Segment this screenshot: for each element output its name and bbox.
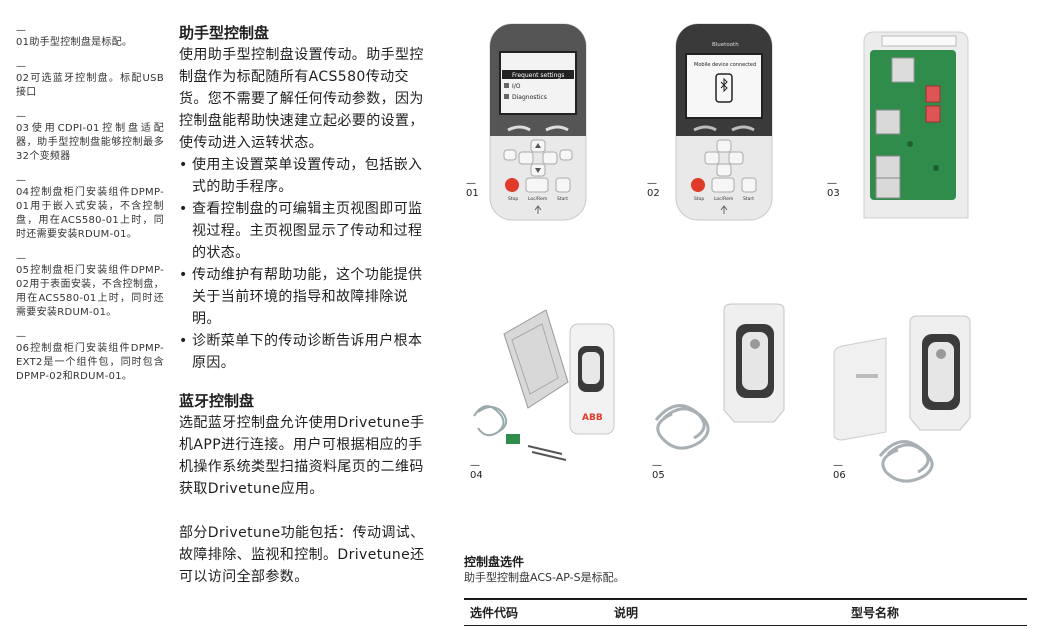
stop-key-label: Stop <box>694 196 704 202</box>
start-key-label: Start <box>743 196 754 202</box>
options-subtitle: 助手型控制盘ACS-AP-S是标配。 <box>464 571 625 584</box>
caption-text: 04控制盘柜门安装组件DPMP-01用于嵌入式安装，不含控制盘，用在ACS580… <box>16 187 164 240</box>
caption-02: — 02可选蓝牙控制盘。标配USB接口 <box>16 62 164 100</box>
panel1-menu-item: I/O <box>512 83 521 90</box>
figure-label-06: —06 <box>833 460 846 482</box>
bluetooth-panel-paragraph-2: 部分Drivetune功能包括：传动调试、故障排除、监视和控制。Drivetun… <box>179 525 425 585</box>
caption-text: 03使用CDPI-01控制盘适配器，助手型控制盘能够控制最多32个变频器 <box>16 123 164 162</box>
cdpi-adapter-image <box>863 31 969 219</box>
caption-dash: — <box>16 111 26 122</box>
bluetooth-control-panel-image: Bluetooth Mobile device connected Stop L… <box>675 23 773 221</box>
caption-06: — 06控制盘柜门安装组件DPMP-EXT2是一个组件包，同时包含DPMP-02… <box>16 332 164 384</box>
column-header-model-name: 型号名称 <box>851 606 900 620</box>
caption-text: 02可选蓝牙控制盘。标配USB接口 <box>16 73 164 98</box>
column-header-description: 说明 <box>614 606 639 620</box>
panel1-menu-item: Diagnostics <box>512 94 547 101</box>
caption-03: — 03使用CDPI-01控制盘适配器，助手型控制盘能够控制最多32个变频器 <box>16 112 164 164</box>
figure-label-03: —03 <box>827 178 840 200</box>
caption-text: 06控制盘柜门安装组件DPMP-EXT2是一个组件包，同时包含DPMP-02和R… <box>16 343 164 382</box>
caption-dash: — <box>16 175 26 186</box>
bullet-item: 传动维护有帮助功能，这个功能提供关于当前环境的指导和故障排除说明。 <box>179 264 429 330</box>
dpmp-ext2-kit-image <box>833 315 971 483</box>
caption-dash: — <box>16 25 26 36</box>
caption-01: — 01助手型控制盘是标配。 <box>16 26 164 50</box>
caption-dash: — <box>16 61 26 72</box>
figure-captions: — 01助手型控制盘是标配。 — 02可选蓝牙控制盘。标配USB接口 — 03使… <box>16 26 164 396</box>
locrem-key-label: Loc/Rem <box>528 196 547 202</box>
table-header-rule <box>464 625 1027 626</box>
caption-text: 05控制盘柜门安装组件DPMP-02用于表面安装，不含控制盘，用在ACS580-… <box>16 265 164 318</box>
table-top-rule <box>464 598 1027 600</box>
column-header-option-code: 选件代码 <box>470 606 519 620</box>
bluetooth-panel-heading: 蓝牙控制盘 <box>179 392 255 410</box>
figure-label-02: —02 <box>647 178 660 200</box>
caption-dash: — <box>16 331 26 342</box>
figure-label-04: —04 <box>470 460 483 482</box>
assistant-control-panel-image: Frequent settings I/O Diagnostics Stop L… <box>489 23 587 221</box>
locrem-key-label: Loc/Rem <box>714 196 733 202</box>
start-key-label: Start <box>557 196 568 202</box>
options-section: 控制盘选件 助手型控制盘ACS-AP-S是标配。 <box>464 554 1029 585</box>
bullet-item: 查看控制盘的可编辑主页视图即可监视过程。主页视图显示了传动和过程的状态。 <box>179 198 429 264</box>
bluetooth-brand-label: Bluetooth <box>712 42 739 48</box>
caption-04: — 04控制盘柜门安装组件DPMP-01用于嵌入式安装，不含控制盘，用在ACS5… <box>16 176 164 242</box>
dpmp-01-mounting-kit-image: ABB <box>473 309 615 461</box>
assistant-panel-intro: 使用助手型控制盘设置传动。助手型控制盘作为标配随所有ACS580传动交货。您不需… <box>179 47 424 151</box>
bluetooth-status-message: Mobile device connected <box>694 62 756 68</box>
caption-text: 01助手型控制盘是标配。 <box>16 37 133 48</box>
panel1-menu-item: Frequent settings <box>512 72 564 79</box>
figure-label-01: —01 <box>466 178 479 200</box>
options-title: 控制盘选件 <box>464 555 525 569</box>
figure-label-05: —05 <box>652 460 665 482</box>
assistant-panel-heading: 助手型控制盘 <box>179 24 270 42</box>
bullet-item: 使用主设置菜单设置传动，包括嵌入式的助手程序。 <box>179 154 429 198</box>
assistant-panel-bullets: 使用主设置菜单设置传动，包括嵌入式的助手程序。 查看控制盘的可编辑主页视图即可监… <box>179 154 429 374</box>
dpmp-02-mounting-kit-image <box>654 303 785 450</box>
caption-05: — 05控制盘柜门安装组件DPMP-02用于表面安装，不含控制盘，用在ACS58… <box>16 254 164 320</box>
abb-logo: ABB <box>582 413 603 423</box>
main-text-column: 助手型控制盘 使用助手型控制盘设置传动。助手型控制盘作为标配随所有ACS580传… <box>179 22 429 588</box>
stop-key-label: Stop <box>508 196 518 202</box>
caption-dash: — <box>16 253 26 264</box>
bullet-item: 诊断菜单下的传动诊断告诉用户根本原因。 <box>179 330 429 374</box>
bluetooth-panel-paragraph-1: 选配蓝牙控制盘允许使用Drivetune手机APP进行连接。用户可根据相应的手机… <box>179 415 425 497</box>
